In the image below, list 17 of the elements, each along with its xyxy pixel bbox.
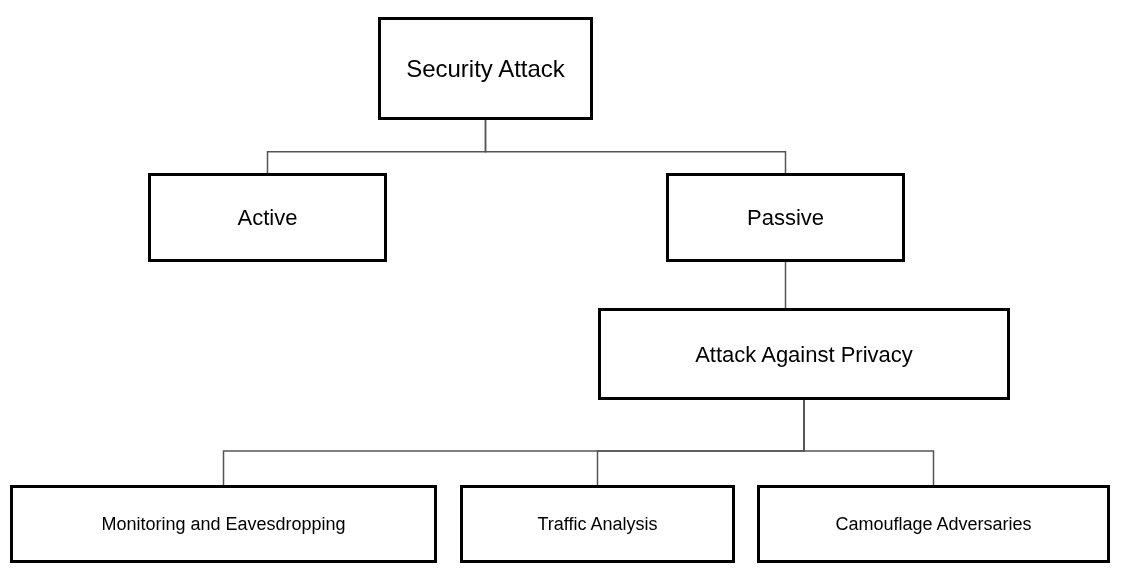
connector-line bbox=[484, 119, 787, 174]
connector-line bbox=[803, 399, 935, 486]
box-label: Monitoring and Eavesdropping bbox=[101, 512, 346, 536]
box-label: Camouflage Adversaries bbox=[835, 512, 1032, 536]
box-label: Traffic Analysis bbox=[537, 512, 658, 536]
box-label: Security Attack bbox=[406, 53, 565, 84]
category-box bbox=[10, 485, 437, 563]
category-box bbox=[148, 173, 387, 262]
box-label: Passive bbox=[746, 204, 824, 232]
category-box bbox=[460, 485, 735, 563]
category-box bbox=[598, 308, 1010, 400]
category-box bbox=[757, 485, 1110, 563]
box-label: Attack Against Privacy bbox=[695, 340, 913, 369]
box-label: Active bbox=[237, 204, 298, 232]
connector-line bbox=[784, 261, 787, 309]
category-box bbox=[378, 17, 593, 120]
category-box bbox=[666, 173, 905, 262]
